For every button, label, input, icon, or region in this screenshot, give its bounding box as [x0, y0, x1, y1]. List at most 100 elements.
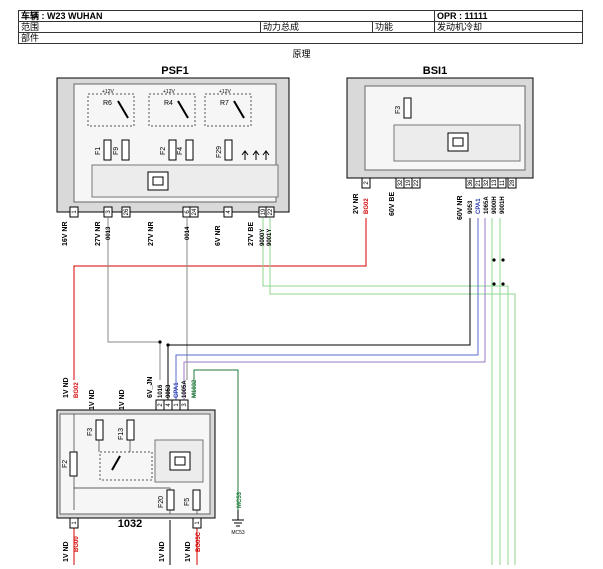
bsi1-conn-60vnr: 60V NR — [457, 195, 464, 220]
bsi1-wire-9001h: 9001H — [500, 196, 506, 214]
svg-text:+12V: +12V — [163, 89, 175, 95]
svg-text:BG00: BG00 — [74, 536, 80, 552]
psf1-labels: 16V NR 27V NR 27V NR 6V NR 27V BE 0013 0… — [62, 221, 273, 246]
bsi1-conn-60vbe: 60V BE — [389, 192, 396, 216]
psf1-fuses: F1 F9 F2 F4 F29 — [95, 139, 233, 161]
svg-text:19: 19 — [261, 208, 267, 215]
psf1-conn-27vbe: 27V BE — [248, 222, 255, 246]
svg-text:13: 13 — [492, 179, 498, 186]
bsi1-wire-9000h: 9000H — [492, 196, 498, 214]
psf1-wire-9001y: 9001Y — [267, 229, 273, 246]
svg-text:11: 11 — [500, 179, 506, 186]
psf1-relays: R6 R4 R7 +12V +12V +12V — [87, 89, 252, 127]
m1032-fuse-f20: F20 — [158, 496, 165, 508]
psf1-arrows — [241, 150, 270, 160]
svg-text:3: 3 — [106, 210, 112, 214]
svg-text:1V ND: 1V ND — [63, 541, 70, 562]
svg-text:1V ND: 1V ND — [185, 541, 192, 562]
bsi1-block: BSI1 F3 2 32 19 22 36 21 32 13 11 — [346, 65, 534, 220]
module-1032-bottom-labels: 1V ND 1V ND 1V ND BG00 BG05C — [63, 531, 202, 562]
svg-text:CPA1: CPA1 — [174, 382, 180, 398]
psf1-pins: 1 3 26 6 24 4 19 22 — [69, 206, 275, 218]
fuse-f1: F1 — [95, 147, 102, 155]
bsi1-labels: 2V NR 60V BE 60V NR BG02 9053 CPA1 1065A… — [353, 192, 506, 220]
svg-text:BG05C: BG05C — [196, 531, 202, 552]
wire-9000 — [262, 218, 509, 565]
fuse-f4: F4 — [177, 147, 184, 155]
header-table: 车辆 : W23 WUHAN OPR : 11111 范围 动力总成 功能 发动… — [17, 10, 584, 44]
junction-dots — [158, 258, 505, 347]
bsi1-wire-bg02: BG02 — [364, 198, 370, 214]
psf1-conn-27vnr-a: 27V NR — [95, 221, 102, 246]
m1032-fuse-f13: F13 — [118, 428, 125, 440]
svg-text:+12V: +12V — [102, 89, 114, 95]
relay-r6: R6 — [103, 100, 112, 107]
psf1-conn-27vnr-b: 27V NR — [148, 221, 155, 246]
fuse-f2: F2 — [160, 147, 167, 155]
principle-label: 原理 — [292, 49, 311, 59]
m1032-fuse-f2: F2 — [62, 460, 69, 468]
psf1-title: PSF1 — [161, 65, 189, 77]
svg-text:1V ND: 1V ND — [159, 541, 166, 562]
wire-bg02 — [73, 218, 367, 380]
relay-r4: R4 — [164, 100, 173, 107]
fuse-f29: F29 — [216, 146, 223, 158]
svg-text:9053: 9053 — [166, 384, 172, 398]
component-label: 部件 — [17, 32, 584, 44]
module-1032-top-labels: 1V ND 1V ND 1V ND 6V_JN BG02 1016 9053 C… — [63, 377, 198, 410]
svg-text:1V ND: 1V ND — [119, 389, 126, 410]
psf1-wire-9000y: 9000Y — [260, 229, 266, 246]
wire-0013 — [107, 218, 161, 380]
ground-wire-mc53: MC53 — [237, 491, 243, 508]
svg-text:M1032: M1032 — [192, 379, 198, 398]
svg-text:32: 32 — [484, 179, 490, 186]
psf1-conn-16vnr: 16V NR — [62, 221, 69, 246]
m1032-fuse-f3: F3 — [87, 428, 94, 436]
svg-text:2: 2 — [158, 403, 164, 407]
svg-text:24: 24 — [192, 208, 198, 215]
fuse-f9: F9 — [113, 147, 120, 155]
svg-text:1: 1 — [195, 521, 201, 525]
bsi1-conn-2vnr: 2V NR — [353, 193, 360, 214]
bsi1-wire-9053: 9053 — [468, 200, 474, 214]
bsi1-title: BSI1 — [423, 65, 447, 77]
wire-1065a — [183, 218, 486, 412]
wires — [73, 218, 516, 565]
svg-text:1005A: 1005A — [182, 380, 188, 398]
svg-text:4: 4 — [226, 210, 232, 214]
svg-text:2: 2 — [364, 181, 370, 185]
wire-9053 — [167, 218, 471, 412]
bsi1-wire-cpa1: CPA1 — [476, 198, 482, 214]
module-1032-title: 1032 — [118, 518, 142, 530]
wire-cpa1 — [175, 218, 479, 412]
svg-text:28: 28 — [510, 179, 516, 186]
module-1032-block: 1032 F3 F13 F2 F20 F5 — [56, 377, 245, 562]
svg-text:36: 36 — [468, 179, 474, 186]
svg-text:1V ND: 1V ND — [63, 377, 70, 398]
module-1032-fuses: F3 F13 F2 F20 F5 — [62, 419, 201, 511]
svg-text:1: 1 — [72, 210, 78, 214]
bsi1-wire-1065a: 1065A — [484, 196, 490, 214]
ground-symbol-icon — [232, 510, 244, 527]
svg-text:1016: 1016 — [158, 384, 164, 398]
svg-text:1V ND: 1V ND — [89, 389, 96, 410]
psf1-block: PSF1 R6 R4 R7 +12V +12V +12V F1 F — [56, 65, 290, 246]
psf1-wire-0013: 0013 — [106, 226, 112, 240]
svg-text:3: 3 — [182, 403, 188, 407]
svg-text:26: 26 — [124, 208, 130, 215]
svg-text:1: 1 — [174, 403, 180, 407]
svg-text:19: 19 — [406, 179, 412, 186]
svg-text:32: 32 — [398, 179, 404, 186]
relay-r7: R7 — [220, 100, 229, 107]
svg-text:6: 6 — [185, 210, 191, 214]
svg-text:+12V: +12V — [219, 89, 231, 95]
svg-text:21: 21 — [476, 179, 482, 186]
wire-m1032 — [193, 369, 239, 510]
bsi1-pins: 2 32 19 22 36 21 32 13 11 28 — [361, 177, 517, 189]
svg-text:6V_JN: 6V_JN — [147, 377, 154, 398]
psf1-wire-0014: 0014 — [185, 226, 191, 240]
svg-text:1: 1 — [72, 521, 78, 525]
svg-text:4: 4 — [166, 403, 172, 407]
svg-text:22: 22 — [414, 179, 420, 186]
